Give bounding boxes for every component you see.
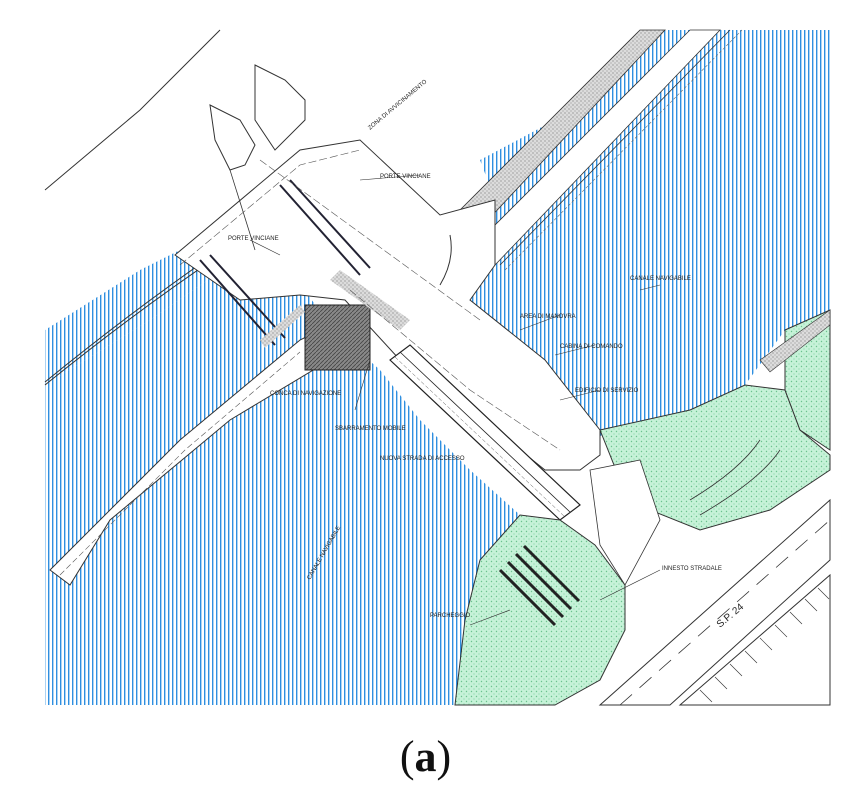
- road-sp24: [589, 459, 831, 706]
- label-station: CABINA DI COMANDO: [560, 344, 623, 350]
- label-new-road: NUOVA STRADA DI ACCESSO: [380, 456, 465, 462]
- label-barrier: SBARRAMENTO MOBILE: [335, 426, 406, 432]
- figure-caption: (a): [0, 722, 851, 792]
- lock-structure: [49, 29, 743, 586]
- label-gate-left: PORTE VINCIANE: [228, 236, 279, 242]
- caption-open-paren: (: [399, 732, 415, 781]
- label-park: PARCHEGGIO: [430, 613, 471, 619]
- label-island-right: AREA DI MANOVRA: [520, 314, 576, 320]
- leader-lines: [249, 174, 661, 626]
- site-plan-drawing: S.P. 24 ZONA DI AVVICINAMENTO CANALE NAV…: [44, 29, 831, 706]
- label-gate-upper: PORTE VINCIANE: [380, 174, 431, 180]
- label-bld: EDIFICIO DI SERVIZIO: [575, 388, 639, 394]
- label-junction: INNESTO STRADALE: [662, 566, 722, 572]
- caption-close-paren: ): [436, 732, 452, 781]
- label-chamber: CONCA DI NAVIGAZIONE: [270, 391, 341, 397]
- parking-stripes: [498, 544, 581, 627]
- label-water-right: CANALE NAVIGABILE: [630, 276, 691, 282]
- green-land: [454, 309, 831, 706]
- caption-letter: a: [414, 732, 437, 781]
